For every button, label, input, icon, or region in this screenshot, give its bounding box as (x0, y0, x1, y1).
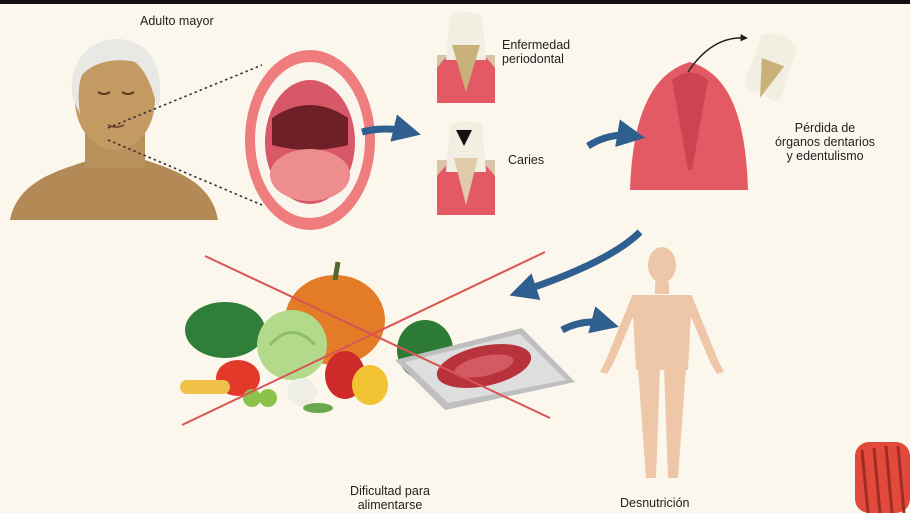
periodontal-tooth-icon (437, 12, 495, 103)
open-mouth-icon (245, 50, 375, 230)
elderly-person-icon (10, 39, 218, 220)
edentulous-gum-icon (630, 62, 748, 190)
label-feeding-difficulty: Dificultad para alimentarse (330, 484, 450, 512)
human-figure-icon (600, 247, 724, 478)
label-older-adult: Adulto mayor (140, 14, 214, 28)
caries-tooth-icon (437, 121, 495, 215)
partial-muscle-icon (855, 442, 910, 513)
food-pile-icon (180, 262, 453, 413)
extracted-tooth-icon (742, 29, 802, 103)
label-periodontal-disease: Enfermedad periodontal (502, 38, 570, 66)
label-malnutrition: Desnutrición (620, 496, 689, 510)
arrow-teeth-to-tooth-loss (588, 135, 634, 146)
label-tooth-loss: Pérdida de órganos dentarios y edentulis… (765, 121, 885, 163)
arrow-mouth-to-teeth (362, 129, 410, 132)
arrow-tooth-loss-to-food (520, 232, 640, 292)
arrow-food-to-malnutrition (562, 322, 608, 330)
label-caries: Caries (508, 153, 544, 167)
